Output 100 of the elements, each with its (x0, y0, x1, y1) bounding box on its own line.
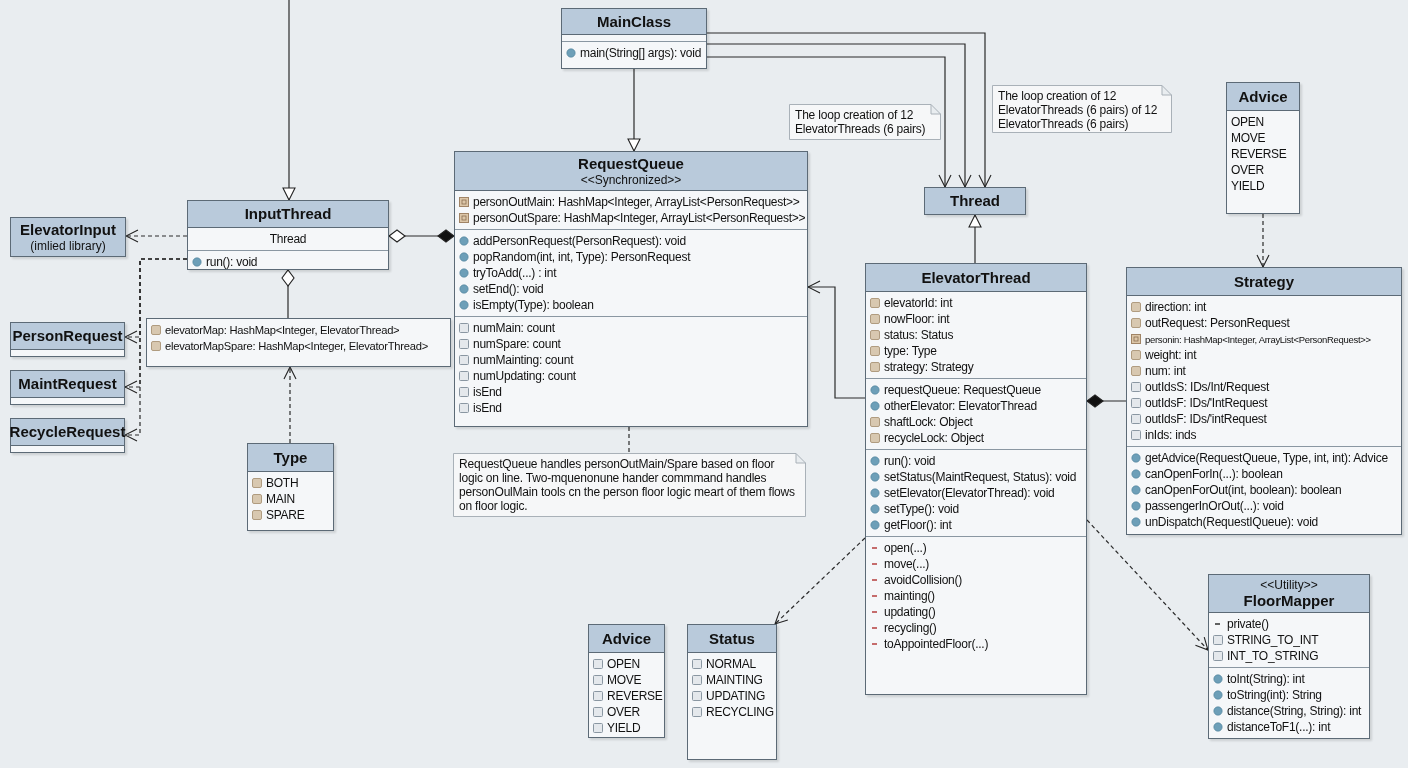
dependency-arrow (774, 537, 866, 625)
enum-literal: OVER (607, 704, 640, 720)
class-name: Advice (1238, 87, 1288, 106)
class-box (187, 200, 389, 270)
dependency-arrow (1086, 519, 1209, 651)
attribute-label: inIds: inds (1145, 427, 1197, 443)
class-name: InputThread (244, 205, 332, 223)
generalization-arrow (282, 0, 296, 201)
class-name: MaintRequest (18, 375, 117, 393)
method-signature: open(...) (884, 540, 927, 556)
enum-box (247, 443, 334, 531)
method-signature: tryToAdd(...) : int (473, 265, 557, 281)
enum-literal: MAINTING (706, 672, 763, 688)
attribute-label: numUpdating: count (473, 368, 576, 384)
attribute-label: STRING_TO_INT (1227, 632, 1319, 648)
method-signature: setEnd(): void (473, 281, 544, 297)
dependency-arrow (124, 258, 188, 442)
method-signature: setStatus(MaintRequest, Status): void (884, 469, 1077, 485)
class-box (10, 370, 125, 405)
attribute-label: numMainting: count (473, 352, 574, 368)
attribute-label: outRequest: PersonRequest (1145, 315, 1290, 331)
class-box (924, 187, 1026, 215)
class-box (454, 151, 808, 427)
method-signature: getAdvice(RequestQueue, Type, int, int): Advice (1145, 450, 1388, 466)
dependency-arrow (1256, 213, 1270, 268)
attribute-label: personin: HashMap<Integer, ArrayList<PersonRequest>> (1145, 332, 1371, 347)
class-box (865, 263, 1087, 695)
class-box (561, 8, 707, 69)
attribute-label: outIdsS: IDs/Int/Request (1145, 379, 1270, 395)
attribute-label: direction: int (1145, 299, 1207, 315)
enum-literal: OVER (1231, 162, 1264, 178)
note-box (992, 85, 1172, 133)
attribute-label: recycleLock: Object (884, 430, 984, 446)
attribute-label: elevatorMapSpare: HashMap<Integer, ElevatorThread> (165, 338, 428, 354)
class-name: Status (709, 629, 755, 648)
aggregation-connector (1086, 394, 1127, 408)
enum-literal: MAIN (266, 491, 295, 507)
method-signature: toAppointedFloor(...) (884, 636, 989, 652)
stereotype-label: <<Synchronized>> (580, 173, 682, 187)
method-signature: toInt(String): int (1227, 671, 1305, 687)
class-box (10, 217, 126, 257)
method-signature: main(String[] args): void (580, 45, 702, 61)
class-name: RequestQueue (578, 155, 684, 173)
association-arrow (807, 280, 866, 399)
generalization-arrow (627, 68, 641, 152)
method-signature: run(): void (884, 453, 936, 469)
attribute-label: strategy: Strategy (884, 359, 974, 375)
method-signature: run(): void (206, 254, 258, 270)
enum-literal: YIELD (607, 720, 641, 736)
enum-literal: UPDATING (706, 688, 766, 704)
method-signature: distanceToF1(...): int (1227, 719, 1331, 735)
enum-literal: RECYCLING (706, 704, 774, 720)
note-box (789, 104, 941, 140)
method-signature: updating() (884, 604, 936, 620)
enum-literal: BOTH (266, 475, 299, 491)
attribute-label: personOutSpare: HashMap<Integer, ArrayList<PersonRequest>> (473, 210, 806, 226)
note-text: The loop creation of 12 ElevatorThreads (6 pairs) (795, 108, 927, 136)
aggregation-connector (281, 269, 295, 319)
method-signature: popRandom(int, int, Type): PersonRequest (473, 249, 691, 265)
attribute-label: isEnd (473, 400, 502, 416)
method-signature: requestQueue: RequestQueue (884, 382, 1041, 398)
note-text: RequestQueue handles personOutMain/Spare based on floor logic on line. Two-mquenonune hander commmand handles personOulMain tools cn the person floor logic meart of them flows on floor logic. (459, 457, 796, 513)
method-signature: setType(): void (884, 501, 959, 517)
method-signature: avoidCollision() (884, 572, 963, 588)
attribute-label: shaftLock: Object (884, 414, 973, 430)
class-name: Strategy (1234, 272, 1294, 291)
attribute-label: outIdsF: IDs/'IntRequest (1145, 395, 1268, 411)
enum-literal: MOVE (1231, 130, 1266, 146)
attribute-label: numMain: count (473, 320, 555, 336)
method-signature: unDispatch(RequestIQueue): void (1145, 514, 1319, 530)
enum-literal: REVERSE (1231, 146, 1287, 162)
method-signature: move(...) (884, 556, 930, 572)
superclass-label: Thread (269, 231, 307, 247)
attribute-box (146, 318, 451, 367)
class-name: FloorMapper (1243, 591, 1335, 610)
class-box (10, 322, 125, 357)
enum-literal: OPEN (607, 656, 640, 672)
class-box (1126, 267, 1402, 535)
enum-literal: NORMAL (706, 656, 756, 672)
attribute-label: status: Status (884, 327, 954, 343)
class-name: PersonRequest (12, 327, 123, 345)
generalization-arrow (968, 214, 982, 264)
method-signature: recycling() (884, 620, 937, 636)
class-box (10, 418, 125, 453)
method-signature: distance(String, String): int (1227, 703, 1362, 719)
attribute-label: elevatorId: int (884, 295, 953, 311)
library-note: (imlied library) (30, 239, 106, 253)
stereotype-label: <<Utility>> (1260, 577, 1318, 592)
class-name: Thread (950, 192, 1000, 210)
attribute-label: numSpare: count (473, 336, 561, 352)
note-text: The loop creation of 12 ElevatorThreads (6 pairs) of 12 ElevatorThreads (6 pairs) (998, 89, 1159, 131)
class-name: Advice (601, 629, 652, 648)
enum-box (588, 624, 665, 738)
attribute-label: elevatorMap: HashMap<Integer, ElevatorThread> (165, 322, 400, 338)
method-signature: private() (1227, 616, 1269, 632)
method-signature: addPersonRequest(PersonRequest): void (473, 233, 686, 249)
class-name: RecycleRequest (9, 423, 126, 441)
attribute-label: INT_TO_STRING (1227, 648, 1319, 664)
method-signature: canOpenForOut(int, boolean): boolean (1145, 482, 1342, 498)
method-signature: mainting() (884, 588, 935, 604)
